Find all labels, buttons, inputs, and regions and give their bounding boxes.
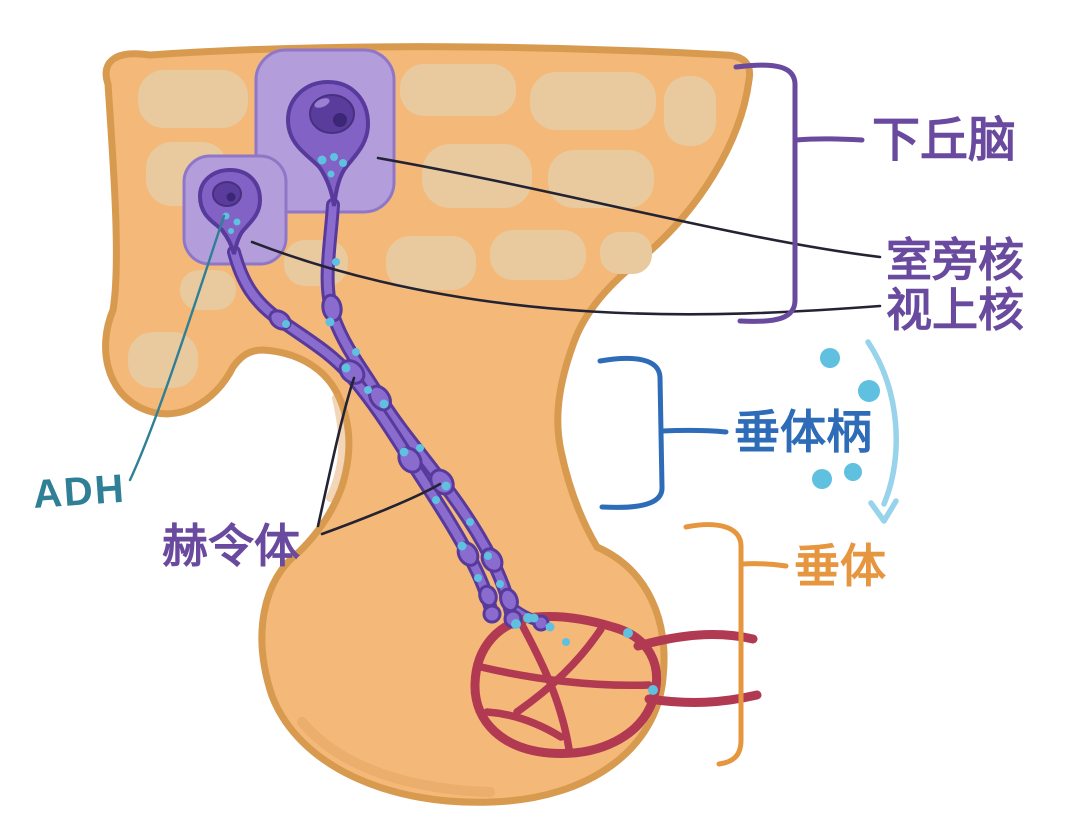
- vesicle-dot: [648, 685, 658, 695]
- tissue-patches: [128, 64, 716, 388]
- vesicle-dot: [325, 317, 335, 327]
- hypothalamus-bracket-connector: [793, 136, 865, 143]
- label-supraoptic-nucleus: 视上核: [886, 284, 1024, 336]
- vesicle-dots: [222, 153, 658, 695]
- vesicle-dot: [364, 386, 372, 394]
- tissue-patch: [548, 150, 654, 208]
- label-hypothalamus: 下丘脑: [872, 114, 1016, 167]
- vesicle-dot: [379, 399, 389, 409]
- pointer-herring-right: [320, 482, 442, 536]
- vesicle-dot: [332, 258, 340, 266]
- paraventricular-neuron-nucleus: [309, 94, 355, 134]
- secretion-arrow-head: [868, 498, 899, 524]
- text-labels: 下丘脑 室旁核 视上核 垂体柄 垂体 赫令体 ADH: [32, 114, 1024, 592]
- vesicle-dot: [399, 447, 409, 457]
- capillary-vessel-out: [644, 690, 762, 707]
- vesicle-dot: [341, 363, 351, 373]
- tissue-patch: [664, 76, 716, 146]
- label-paraventricular-nucleus: 室旁核: [886, 234, 1024, 286]
- vesicle-dot: [352, 348, 360, 356]
- vesicle-dot: [545, 622, 555, 632]
- tissue-patch: [138, 70, 248, 128]
- capillary-branch: [483, 708, 565, 741]
- hormone-dot: [812, 469, 832, 489]
- hormone-dot: [820, 348, 840, 368]
- vesicle-dot: [327, 170, 335, 178]
- vesicle-dot: [523, 613, 533, 623]
- pointer-paraventricular: [376, 156, 882, 259]
- vesicle-dot: [457, 541, 467, 551]
- stalk-bracket: [597, 355, 665, 510]
- vesicle-dot: [474, 574, 482, 582]
- capillary-loop: [470, 612, 661, 758]
- tissue-patch: [386, 236, 476, 290]
- vesicle-dot: [228, 228, 234, 234]
- vesicle-dot: [416, 444, 424, 452]
- vesicle-dot: [441, 481, 451, 491]
- tissue-patch: [400, 64, 516, 116]
- secretion-indicator: [812, 339, 899, 524]
- vesicle-dot: [282, 320, 290, 328]
- supraoptic-neuron-nucleolus: [226, 192, 236, 202]
- pituitary-bracket-connector: [739, 561, 789, 569]
- capillary-branch: [477, 663, 653, 690]
- stalk-bracket-connector: [659, 427, 729, 435]
- vesicle-dot: [330, 153, 338, 161]
- vesicle-dot: [511, 619, 521, 629]
- vesicle-dot: [562, 638, 570, 646]
- capillary-branch: [513, 625, 605, 716]
- nucleus-highlight: [314, 98, 330, 108]
- label-herring-bodies: 赫令体: [162, 520, 300, 572]
- capillary-branch: [517, 619, 573, 753]
- tissue-patch: [490, 230, 586, 280]
- capillary-network: [470, 612, 762, 758]
- hypothalamus-bracket: [733, 62, 798, 324]
- brackets: [597, 62, 865, 767]
- vesicle-dot: [233, 218, 241, 226]
- label-adh: ADH: [32, 467, 128, 517]
- pituitary-bracket: [683, 522, 744, 767]
- supraoptic-neuron-nucleus: [212, 181, 242, 207]
- label-pituitary-stalk: 垂体柄: [734, 406, 872, 458]
- secretion-arrow: [865, 339, 899, 507]
- pointer-supraoptic: [250, 240, 882, 316]
- tissue-patch: [180, 270, 236, 310]
- shading-stroke: [326, 394, 347, 502]
- vesicle-dot: [466, 518, 474, 526]
- vesicle-dot: [317, 155, 327, 165]
- axon-terminal-knob: [482, 604, 502, 624]
- neurons: [197, 79, 371, 255]
- tissue-patch: [530, 72, 656, 130]
- pointer-lines: [128, 156, 882, 536]
- label-pituitary: 垂体: [794, 540, 886, 592]
- pointer-herring-left: [316, 376, 356, 528]
- vesicle-dot: [623, 628, 633, 638]
- vesicle-dot: [496, 580, 504, 588]
- hormone-dot: [858, 380, 880, 402]
- tissue-patch: [600, 232, 652, 274]
- pointer-adh: [128, 214, 226, 482]
- hormone-dot: [844, 463, 862, 481]
- paraventricular-neuron-nucleolus: [333, 113, 347, 127]
- vesicle-dot: [432, 496, 440, 504]
- vesicle-dot: [339, 159, 347, 167]
- shading-stroke: [297, 717, 495, 797]
- tissue-patch: [128, 332, 198, 388]
- vesicle-dot: [484, 552, 492, 560]
